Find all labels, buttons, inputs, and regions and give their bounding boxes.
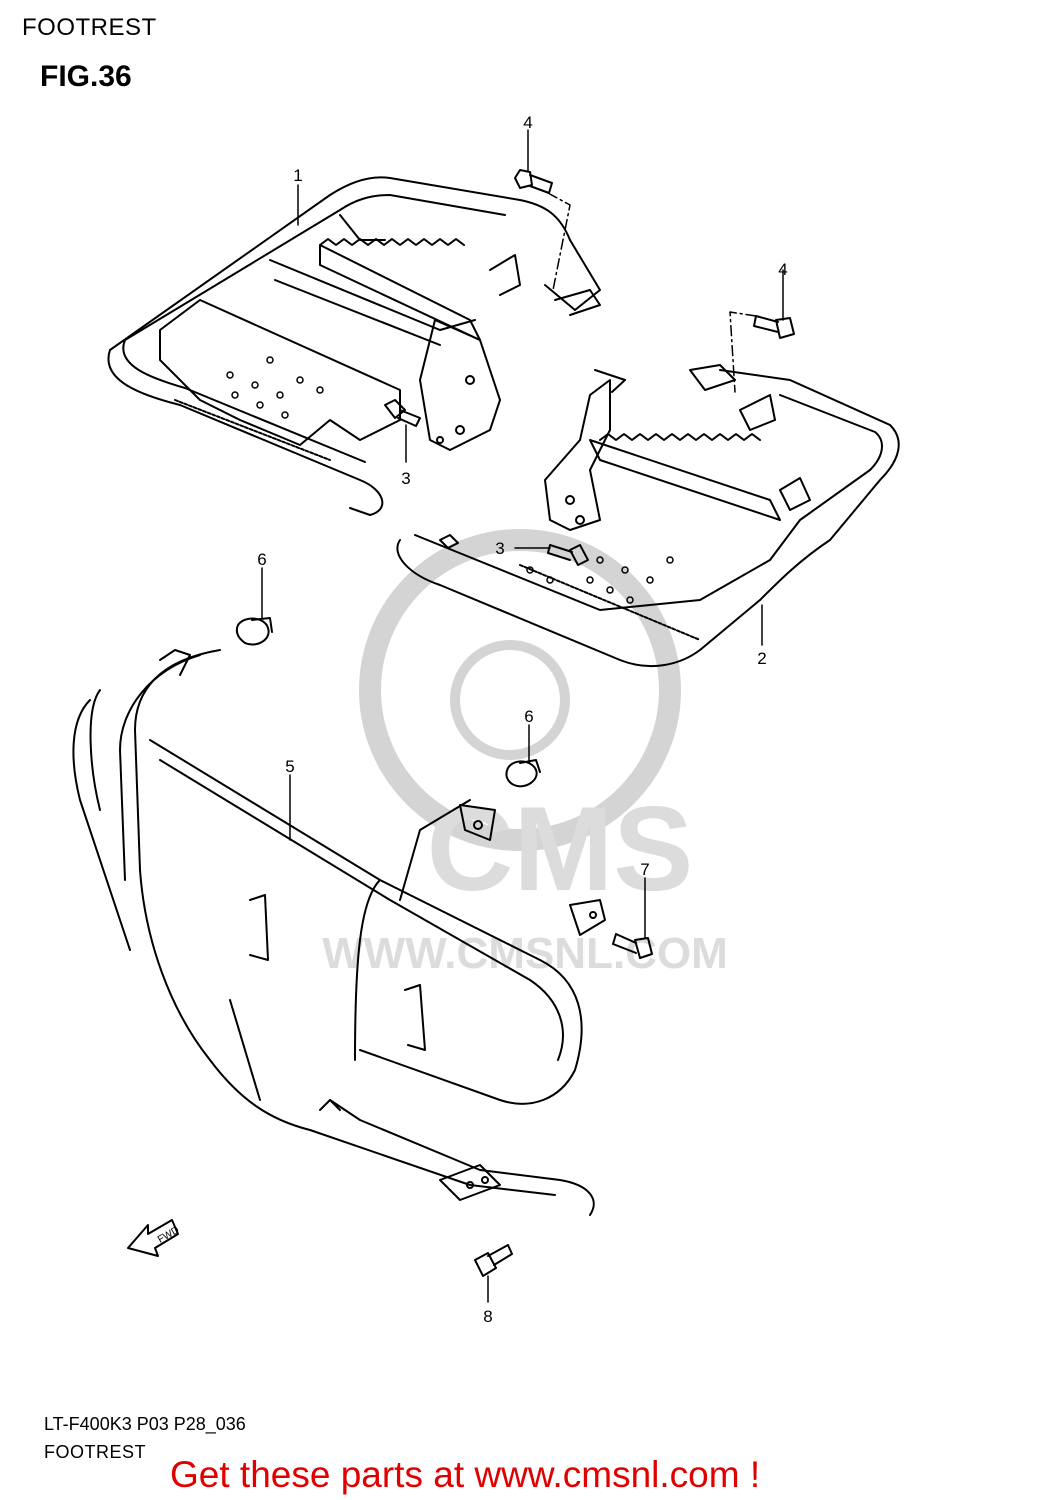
- footer-title: FOOTREST: [44, 1442, 146, 1462]
- leader-lines: [261, 129, 784, 1303]
- part-6-grommet-right: [505, 759, 541, 788]
- part-6-grommet-left: [235, 617, 273, 646]
- part-5-front-guard: [72, 649, 606, 1216]
- part-3-bolt-left: [384, 399, 421, 427]
- cmsnl-link[interactable]: Get these parts at www.cmsnl.com !: [170, 1454, 761, 1495]
- callout-2: 2: [757, 649, 766, 668]
- callout-7: 7: [640, 860, 649, 879]
- callout-numbers: 1 4 4 3 3 2 6 6 5 7 8: [257, 113, 787, 1326]
- callout-4-upper: 4: [523, 113, 532, 132]
- callout-4-right: 4: [778, 260, 787, 279]
- part-4-bolt-upper: [514, 169, 553, 194]
- part-7-bolt: [612, 933, 653, 959]
- callout-1: 1: [293, 166, 302, 185]
- callout-8: 8: [483, 1307, 492, 1326]
- page-header-title: FOOTREST: [22, 14, 157, 41]
- callout-5: 5: [285, 757, 294, 776]
- part-3-bolt-right: [547, 544, 589, 566]
- watermark: CMS WWW.CMSNL.COM: [322, 529, 728, 978]
- fwd-arrow-icon: [127, 1219, 179, 1257]
- callout-3-right: 3: [495, 539, 504, 558]
- watermark-brand: CMS: [427, 782, 694, 916]
- callout-3-left: 3: [401, 469, 410, 488]
- part-4-bolt-right: [753, 315, 795, 339]
- callout-6-left: 6: [257, 550, 266, 569]
- part-1-left-footrest: [107, 176, 601, 516]
- callout-6-right: 6: [524, 707, 533, 726]
- figure-label: FIG.36: [40, 60, 132, 93]
- part-8-bolt: [474, 1244, 513, 1277]
- diagram-code: LT-F400K3 P03 P28_036: [44, 1414, 246, 1434]
